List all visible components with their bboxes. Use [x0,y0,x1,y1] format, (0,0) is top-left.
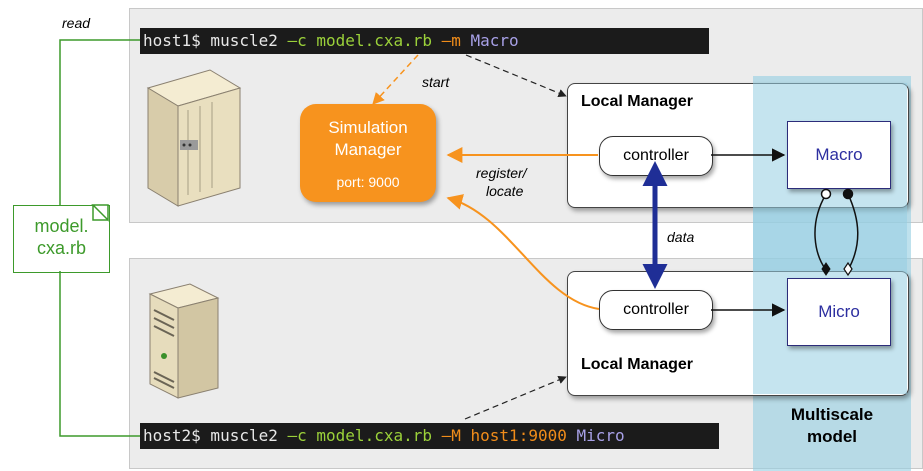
simulation-manager: Simulation Manager port: 9000 [300,104,436,202]
register-label-line2: locate [486,183,524,199]
host2-prompt: host2$ muscle2 [143,426,288,445]
register-arrow-host2 [446,194,600,310]
conduit-target-port-open [843,261,853,277]
multiscale-label-line2: model [806,427,858,446]
multiscale-model-label: Multiscale model [753,404,911,448]
host1-prompt: host1$ muscle2 [143,31,288,50]
host1-submodel: Macro [460,31,519,50]
local-manager-host1-title: Local Manager [581,93,694,110]
read-line-host1 [59,39,140,205]
register-label-line1: register/ [476,165,527,181]
conduit-target-port-filled [821,262,831,276]
read-label: read [62,15,91,31]
file-folded-corner [91,204,109,222]
register-locate-label: register/ locate [476,164,527,200]
conduit-source-port-open [820,188,832,200]
host1-flag-c: –c [287,31,307,50]
host2-flag-M: –M [441,426,461,445]
simulation-manager-title-line2: Manager [334,140,402,159]
simulation-manager-title-line1: Simulation [328,118,408,137]
micro-submodel: Micro [787,278,891,346]
conduit-source-port-filled [842,188,854,200]
config-file-line2: cxa.rb [36,238,87,258]
start-arrow [372,54,419,105]
host2-launch-arrow [464,376,567,420]
controller-host2: controller [599,290,713,330]
macro-submodel: Macro [787,121,891,189]
conduit-micro-to-macro [847,193,859,271]
host2-manager-address: host1:9000 [460,426,567,445]
host2-terminal: host2$ muscle2 –c model.cxa.rb –M host1:… [140,423,719,449]
host1-terminal: host1$ muscle2 –c model.cxa.rb –m Macro [140,28,709,54]
file-fold-line [92,205,108,221]
host1-launch-arrow [465,54,567,98]
local-manager-host2-title: Local Manager [581,356,694,373]
simulation-manager-port: port: 9000 [336,174,400,190]
server-tower-large-icon [146,69,242,207]
conduit-macro-to-micro [814,193,827,271]
multiscale-label-line1: Multiscale [790,405,874,424]
data-label: data [667,229,695,245]
read-line-host2 [59,271,140,437]
start-label: start [422,74,450,90]
config-file: model. cxa.rb [13,205,110,273]
host2-submodel: Micro [566,426,625,445]
host2-flag-c: –c [287,426,307,445]
server-tower-small-icon [148,283,220,399]
host1-config-file: model.cxa.rb [306,31,442,50]
host2-config-file: model.cxa.rb [306,426,442,445]
config-file-line1: model. [34,216,89,236]
host1-flag-m: –m [441,31,461,50]
